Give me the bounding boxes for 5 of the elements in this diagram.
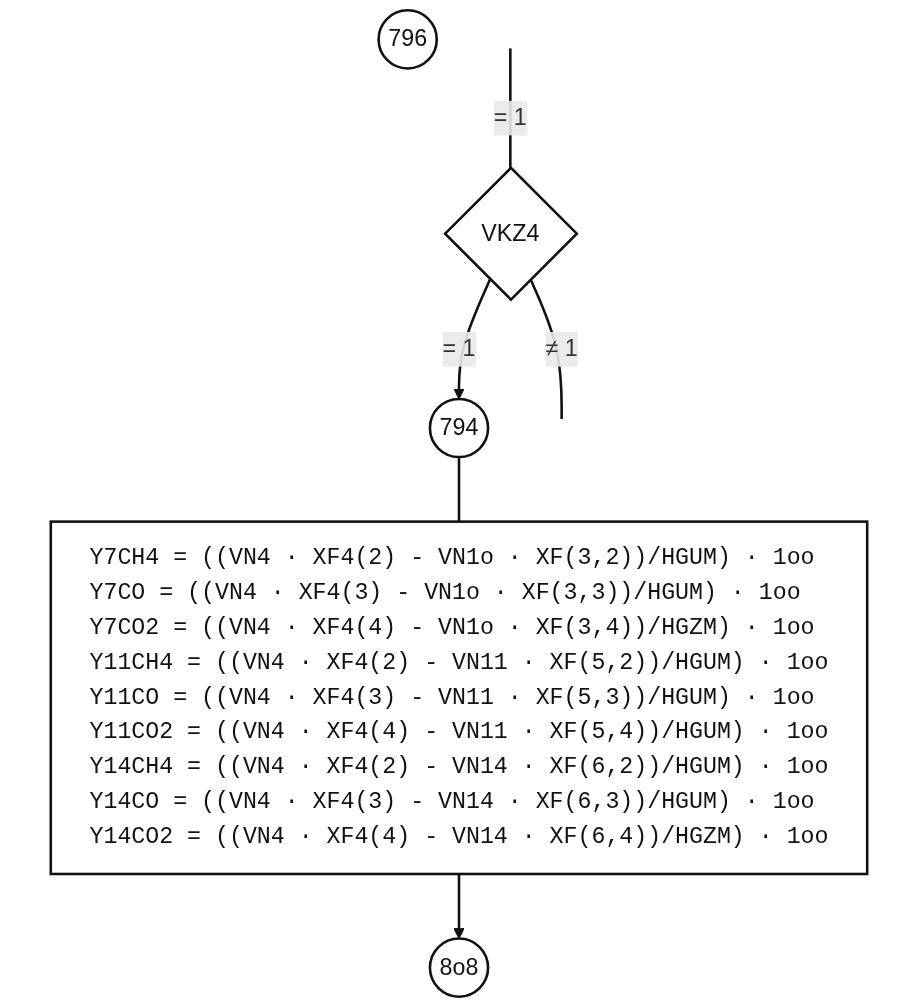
node-circle: 8o8	[428, 937, 490, 998]
node-circle: 794	[428, 397, 490, 459]
node-box: Y7CH4 = ((VN4 · XF4(2) - VN1o · XF(3,2))/HGUM) · 1oo Y7CO = ((VN4 · XF4(3) - VN1o · XF(3,3))/HGUM) · 1oo Y7CO2 = ((VN4 · XF4(4) - VN1o · XF(3,4))/HGZM) · 1oo Y11CH4 = ((VN4 · XF4(2) - VN11 · XF(5,2))/HGUM) · 1oo Y11CO = ((VN4 · XF4(3) - VN11 · XF(5,3))/HGUM) · 1oo Y11CO2 = ((VN4 · XF4(4) - VN11 · XF(5,4))/HGUM) · 1oo Y14CH4 = ((VN4 · XF4(2) - VN14 · XF(6,2))/HGUM) · 1oo Y14CO = ((VN4 · XF4(3) - VN14 · XF(6,3))/HGUM) · 1oo Y14CO2 = ((VN4 · XF4(4) - VN14 · XF(6,4))/HGZM) · 1oo	[49, 520, 869, 876]
node-diamond: VKZ4	[443, 166, 579, 302]
node-circle: 796	[377, 9, 439, 70]
